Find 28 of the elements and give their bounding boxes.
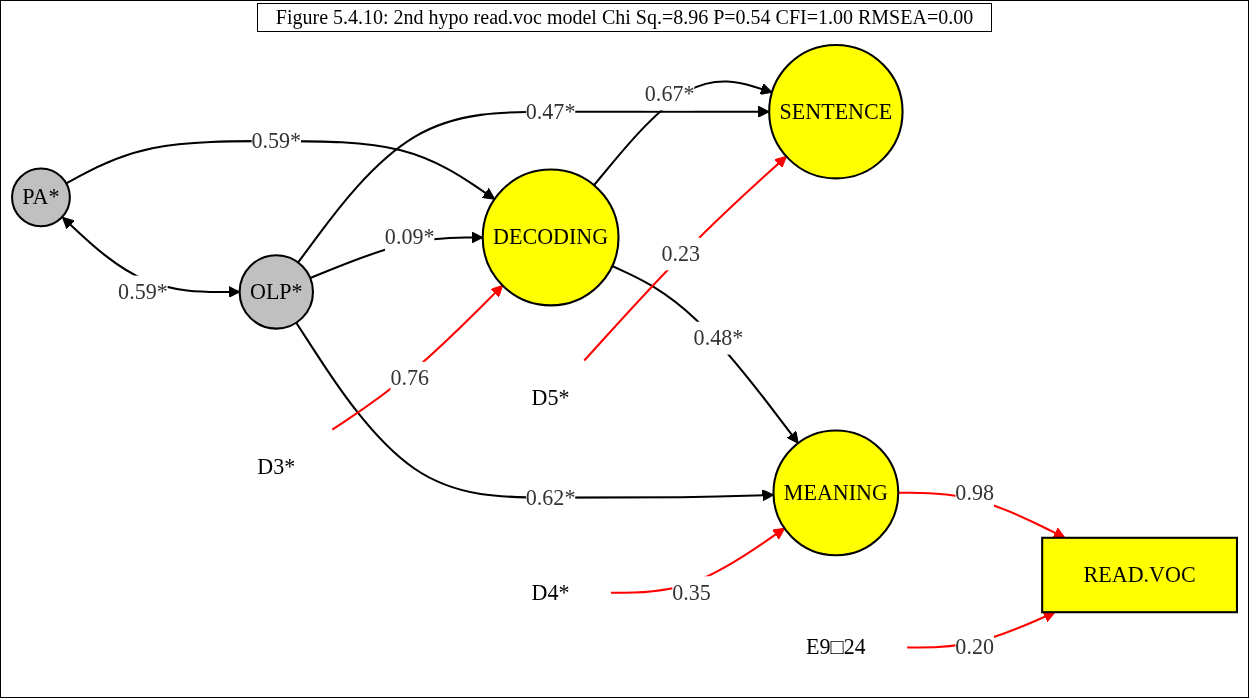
edge-label: 0.98 <box>955 480 994 504</box>
node-circle: OLP* <box>238 253 314 330</box>
edge-label: 0.48* <box>693 325 744 349</box>
edge-label: 0.59* <box>118 279 168 303</box>
node-circle: PA* <box>11 167 71 227</box>
node-box: READ.VOC <box>1041 536 1238 613</box>
edge-label: 0.76 <box>390 365 429 389</box>
edge-label: 0.67* <box>644 81 695 105</box>
arrow <box>65 139 496 200</box>
figure-title: Figure 5.4.10: 2nd hypo read.voc model Chi Sq.=8.96 P=0.54 CFI=1.00 RMSEA=0.00 <box>256 3 993 32</box>
edge-label: 0.59* <box>251 128 302 152</box>
arrow <box>331 284 504 431</box>
node-circle: MEANING <box>772 429 900 556</box>
arrow <box>583 155 787 361</box>
edge-label: 0.09* <box>384 224 435 249</box>
edge-label: 0.62* <box>525 484 576 509</box>
arrow <box>611 264 799 444</box>
node-circle: DECODING <box>481 168 620 307</box>
edge-label: 0.23 <box>661 241 701 265</box>
node-text: D4* <box>531 579 570 604</box>
node-circle: SENTENCE <box>768 43 904 180</box>
node-text: D5* <box>531 384 570 409</box>
node-text: E9□24 <box>805 634 866 659</box>
edge-label: 0.35 <box>672 579 711 604</box>
edge-label: 0.47* <box>525 98 576 123</box>
node-text: D3* <box>257 454 296 478</box>
edge-label: 0.20 <box>955 634 994 659</box>
arrow <box>297 105 770 263</box>
